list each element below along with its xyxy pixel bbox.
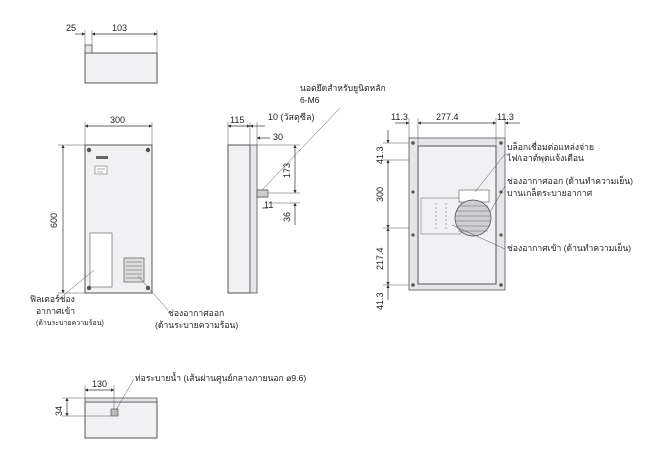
- mount-hole: [86, 147, 92, 153]
- mount-hole: [145, 147, 151, 153]
- top-view-lip: [84, 44, 93, 54]
- drain-pipe: [110, 408, 119, 417]
- top-dim-width: 103: [112, 23, 127, 33]
- rear-dim-right: 11.3: [497, 112, 514, 122]
- bottom-dim-130: 130: [92, 379, 107, 389]
- side-view-body: [227, 144, 251, 294]
- label-drain: ท่อระบายน้ำ (เส้นผ่านศูนย์กลางภายนอก ø9.…: [135, 371, 306, 384]
- label-intake-filter-1: ฟิลเตอร์ช่อง: [30, 294, 75, 304]
- top-dim-left: 25: [66, 23, 76, 33]
- rear-dim-2174: 217.4: [375, 247, 385, 270]
- bottom-view: 130 34 ท่อระบายน้ำ (เส้นผ่านศูนย์กลางภาย…: [54, 371, 306, 439]
- rear-dim-413-bot: 41.3: [375, 292, 385, 310]
- label-cold-exhaust-2: บานเกล็ดระบายอากาศ: [507, 187, 593, 198]
- side-dim-depth: 115: [230, 115, 244, 125]
- side-view: 115 10 (วัสดุซีล) 30 173 11 36 นอตยึดสำห…: [227, 83, 386, 294]
- label-terminal-1: บล็อกเชื่อมต่อแหล่งจ่าย: [507, 141, 594, 152]
- bottom-dim-34: 34: [54, 406, 64, 416]
- front-view: 300 600 ฟิลเตอร์ช่อง อากาศเข้า (ด้านระบา…: [30, 115, 238, 330]
- label-bolt-2: 6-M6: [300, 95, 320, 105]
- rear-fan: [454, 199, 492, 237]
- front-dim-height: 600: [49, 213, 59, 228]
- label-intake-filter-2: อากาศเข้า: [36, 306, 75, 316]
- side-dim-11: 11: [264, 200, 273, 210]
- side-dim-36: 36: [282, 212, 292, 222]
- front-dim-width: 300: [110, 115, 125, 125]
- label-terminal-2: ไฟ/เอาต์พุตแจ้งเตือน: [506, 153, 584, 164]
- rear-dim-mid: 277.4: [436, 112, 459, 122]
- intake-filter: [89, 232, 113, 288]
- top-view-body: [84, 52, 158, 84]
- side-dim-30: 30: [273, 132, 283, 142]
- label-cold-intake: ช่องอากาศเข้า (ด้านทำความเย็น): [507, 242, 631, 253]
- rear-dim-left: 11.3: [391, 112, 408, 122]
- brand-logo: [96, 156, 108, 159]
- side-dim-173: 173: [282, 163, 292, 178]
- label-cold-exhaust-1: ช่องอากาศออก (ด้านทำความเย็น): [507, 175, 633, 186]
- rear-dim-413-top: 41.3: [375, 146, 385, 164]
- label-bolt-1: นอตยึดสำหรับยูนิตหลัก: [300, 83, 386, 94]
- rear-dim-300: 300: [375, 187, 385, 202]
- label-exhaust-2: (ด้านระบายความร้อน): [155, 320, 238, 330]
- mount-hole: [145, 285, 151, 291]
- top-view: 25 103: [66, 23, 158, 84]
- rear-view: 11.3 277.4 11.3 41.3 300 217.4 41.3 บล็อ…: [375, 112, 633, 310]
- side-seal: [249, 144, 258, 294]
- bottom-flange: [84, 397, 158, 403]
- side-bolt: [256, 189, 269, 198]
- side-dim-seal: 10 (วัสดุซีล): [268, 112, 315, 123]
- label-intake-filter-3: (ด้านระบายความร้อน): [36, 319, 104, 327]
- front-label-plate: [94, 165, 108, 175]
- label-exhaust-1: ช่องอากาศออก: [168, 308, 224, 318]
- bottom-view-body: [84, 401, 158, 439]
